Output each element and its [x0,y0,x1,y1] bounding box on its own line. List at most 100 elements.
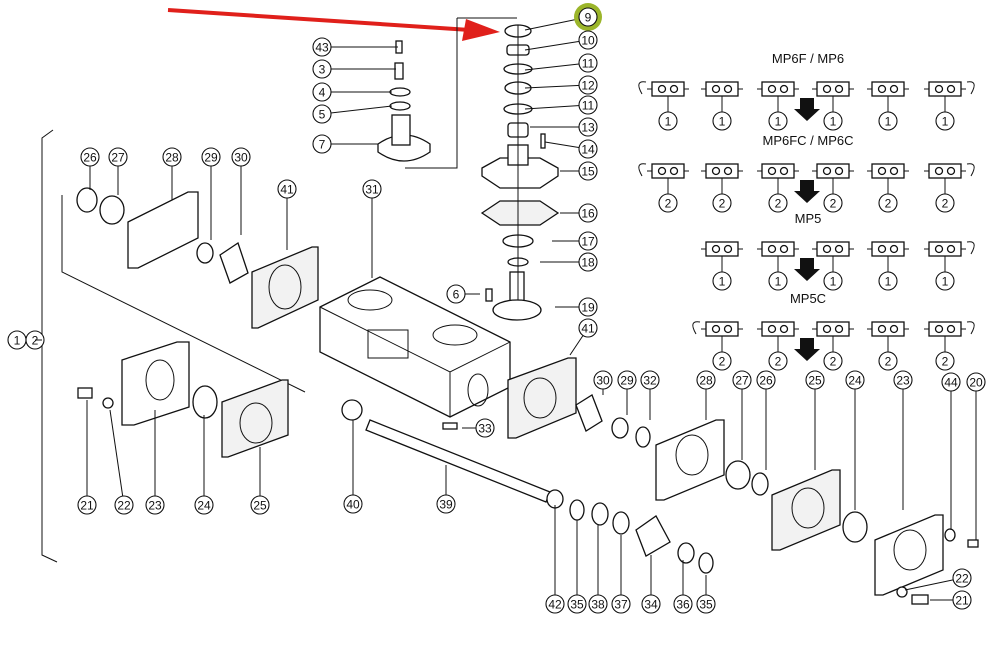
callout-37: 37 [611,594,631,614]
part-19 [492,271,542,321]
callout-6: 6 [446,284,466,304]
callout-label: 23 [896,374,910,388]
gearbox-unit: 1 [812,81,854,131]
gearbox-unit: 1 [867,81,909,131]
callout-circle [658,193,678,213]
callout-circle [696,370,716,390]
callout-label: 28 [699,374,713,388]
callout-circle [952,568,972,588]
callout-circle [617,370,637,390]
callout-circle [312,134,332,154]
callout-21: 21 [952,590,972,610]
callout-13: 13 [578,117,598,137]
callout-label: 24 [197,499,211,513]
callout-27: 27 [732,370,752,390]
callout-circle [768,193,788,213]
callout-circle [640,370,660,390]
callout-circle [162,147,182,167]
callout-label: 13 [581,121,595,135]
callout-label: 1 [719,275,726,289]
callout-circle [77,495,97,515]
callout-circle [80,147,100,167]
callout-circle [578,252,598,272]
callout-circle [578,161,598,181]
callout-label: 2 [942,355,949,369]
callout-circle [732,370,752,390]
config-part-callout: 1 [658,111,678,131]
callout-40: 40 [343,494,363,514]
callout-label: 29 [204,151,218,165]
callout-label: 11 [582,99,595,113]
config-part-callout: 2 [823,193,843,213]
part-41b [507,357,577,439]
leader-line [524,84,589,89]
callout-22: 22 [114,495,134,515]
callout-circle [696,594,716,614]
configuration-title: MP6F / MP6 [772,51,844,66]
callout-circle [641,594,661,614]
callout-label: 21 [955,594,969,608]
callout-label: 27 [735,374,749,388]
callout-label: 2 [775,197,782,211]
callout-circle [893,370,913,390]
part-21 [77,387,93,399]
callout-36: 36 [673,594,693,614]
callout-label: 3 [319,63,326,77]
callout-label: 37 [614,598,628,612]
callout-label: 14 [581,143,595,157]
callout-32: 32 [640,370,660,390]
gearbox-unit: 2 [757,321,799,371]
part-7 [377,114,431,162]
callout-circle [578,7,598,27]
callout-circle [567,594,587,614]
config-part-callout: 2 [712,193,732,213]
gearbox-unit: 2 [924,321,975,371]
gearbox-unit: 1 [757,241,799,291]
callout-circle [756,370,776,390]
leader-line [524,62,589,71]
callout-circle [108,147,128,167]
callout-label: 42 [548,598,562,612]
callout-circle [312,37,332,57]
part-40 [341,399,363,421]
part-34 [635,515,671,557]
callout-circle [312,104,332,124]
highlight-arrow [167,8,500,41]
callout-label: 25 [253,499,267,513]
config-part-callout: 2 [935,351,955,371]
callout-label: 1 [830,275,837,289]
part-44 [944,528,956,542]
callout-label: 6 [453,288,460,302]
gearbox-unit: 1 [867,241,909,291]
callout-circle [362,179,382,199]
callout-label: 29 [620,374,634,388]
callout-circle [436,494,456,514]
part-5 [389,101,411,111]
down-arrow-icon [794,98,820,121]
callout-circle [712,111,732,131]
part-20 [967,539,979,548]
leader-line [524,39,589,51]
gearbox-unit: 2 [812,321,854,371]
gearbox-unit: 2 [812,163,854,213]
callout-label: 30 [234,151,248,165]
callout-circle [446,284,466,304]
callout-circle [578,231,598,251]
rotation-arrow-icon [966,241,975,255]
callout-label: 33 [478,422,492,436]
callout-25: 25 [250,495,270,515]
parts-drawing [41,8,979,605]
rotation-arrow-icon [638,163,647,177]
callout-circle [845,370,865,390]
callout-23: 23 [893,370,913,390]
callout-35: 35 [567,594,587,614]
callout-label: 32 [643,374,657,388]
callout-circle [578,203,598,223]
callout-circle [231,147,251,167]
callout-29: 29 [617,370,637,390]
callout-circle [658,111,678,131]
callout-label: 1 [665,115,672,129]
part-31-housing [319,276,511,418]
config-part-callout: 2 [823,351,843,371]
callout-label: 41 [581,322,595,336]
